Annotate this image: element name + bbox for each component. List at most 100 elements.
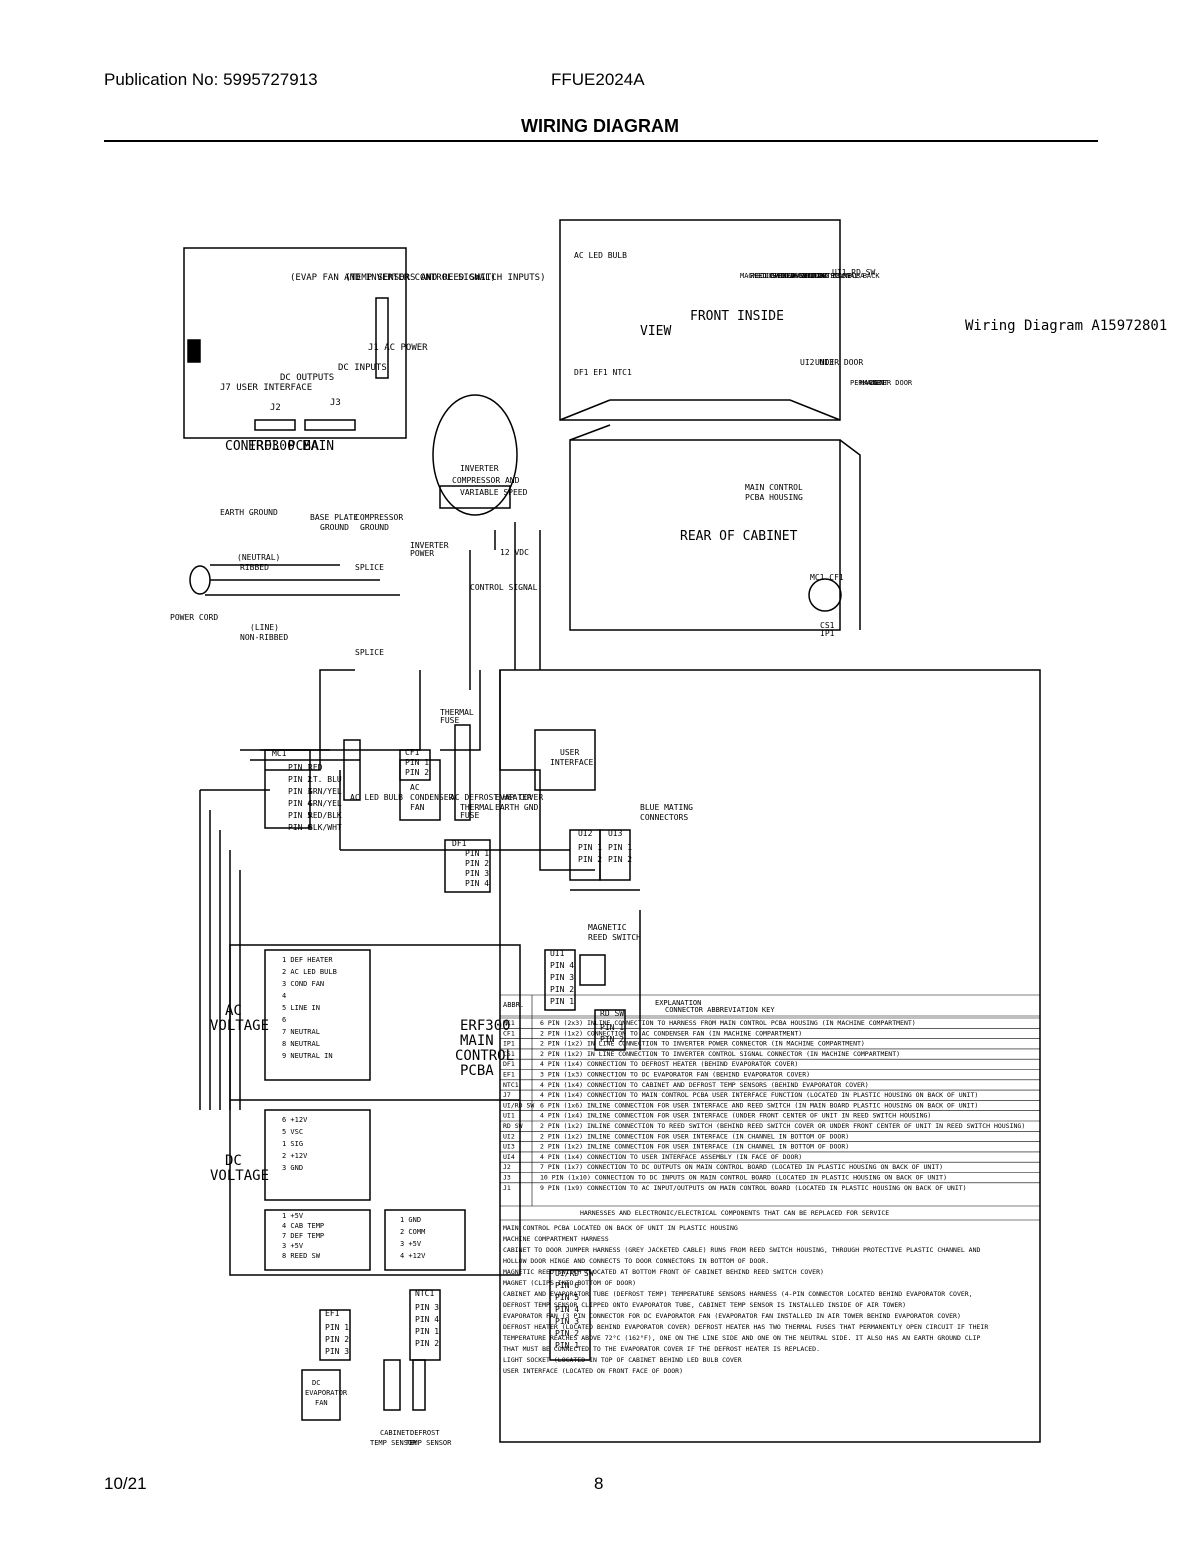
ui-rdsw-label: UI/RD SW [555, 1269, 594, 1278]
key-desc-4: 4 PIN (1x4) CONNECTION TO DEFROST HEATER… [540, 1060, 798, 1068]
defrost-heater-box [454, 724, 471, 821]
j1-row-4: 4 [282, 992, 286, 1000]
j3-row-1: 1 +5V [282, 1212, 304, 1220]
main-pcba-schematic [229, 944, 521, 1276]
mc1-wire3: GRN/YEL [308, 787, 342, 796]
magnet-label-2: MAGNET [860, 379, 886, 387]
compressor-wires [469, 522, 541, 690]
j2-row-1: 6 +12V [282, 1116, 308, 1124]
key-expl: EXPLANATION [655, 999, 701, 1007]
pcba-main-4: PCBA [460, 1063, 494, 1079]
cf1-label: CF1 [405, 748, 420, 757]
base-plate-ground: GROUND [320, 523, 349, 532]
reed-switch-symbol [579, 954, 606, 986]
ui-rdsw-pin6: PIN 6 [555, 1281, 579, 1290]
key-desc-12: 2 PIN (1x2) INLINE CONNECTION FOR USER I… [540, 1143, 849, 1151]
pcba-main-1: ERF300 [460, 1018, 511, 1034]
harness-title: HARNESSES AND ELECTRONIC/ELECTRICAL COMP… [580, 1209, 889, 1217]
key-abbr-6: NTC1 [503, 1081, 519, 1089]
defrost-heater-label: AC DEFROST HEATER [450, 793, 532, 802]
rdsw-pin1: PIN 1 [600, 1023, 624, 1032]
harness-wires-2 [199, 789, 270, 1110]
key-abbr-16: J1 [503, 1184, 511, 1192]
harness-row-2: CABINET TO DOOR JUMPER HARNESS (GREY JAC… [503, 1246, 981, 1254]
cf1-pin2: PIN 2 [405, 768, 429, 777]
dc-fan-1: DC [312, 1379, 320, 1387]
defrost-sensor-symbol [412, 1359, 426, 1411]
j1-terminal-block [264, 949, 371, 1081]
ui3-pin2: PIN 2 [608, 855, 632, 864]
mc1-wire4: GRN/YEL [308, 799, 342, 808]
j1-connector [375, 297, 389, 379]
ui1-pin3: PIN 3 [550, 973, 574, 982]
j2-row-5: 3 GND [282, 1164, 303, 1172]
pcba-top-title-2: CONTROL PCBA [225, 439, 319, 454]
df1-label: DF1 [452, 839, 467, 848]
dc-voltage-2: VOLTAGE [210, 1168, 269, 1184]
magnet-label-1: PERMANENT [850, 379, 889, 387]
j3-row-3: 7 DEF TEMP [282, 1232, 324, 1240]
key-desc-13: 4 PIN (1x4) CONNECTION TO USER INTERFACE… [540, 1153, 802, 1161]
wiring-diagram: J7 USER INTERFACE ERF300 MAIN CONTROL PC… [170, 219, 1167, 1447]
j1-row-5: 5 LINE IN [282, 1004, 320, 1012]
harness-row-4: MAGNETIC REED SWITCH (LOCATED AT BOTTOM … [503, 1268, 824, 1276]
harness-row-10: TEMPERATURE REACHES ABOVE 72°C (162°F), … [503, 1334, 981, 1342]
key-abbr-3: CS1 [503, 1050, 515, 1058]
j1-row-1: 1 DEF HEATER [282, 956, 333, 964]
j7-row-4: 4 +12V [400, 1252, 426, 1260]
j3-connector [304, 419, 356, 431]
j2-outputs-note: (EVAP FAN AND INVERTER CONTROL SIGNAL) [290, 273, 496, 283]
ui3-pin1: PIN 1 [608, 843, 632, 852]
j2-row-3: 1 SIG [282, 1140, 303, 1148]
cond-fan-3: FAN [410, 803, 425, 812]
inverter-power-1: INVERTER [410, 541, 449, 550]
df1-pin1: PIN 1 [465, 849, 489, 858]
ac-voltage-2: VOLTAGE [210, 1018, 269, 1034]
dc-evap-fan-box [301, 1369, 341, 1421]
j1-row-8: 8 NEUTRAL [282, 1040, 320, 1048]
j1-row-9: 9 NEUTRAL IN [282, 1052, 333, 1060]
j2-terminal-block [264, 1109, 371, 1201]
mc1-pin5: PIN 5 [288, 811, 312, 820]
blue-mating-1: BLUE MATING [640, 803, 693, 812]
j7-row-2: 2 COMM [400, 1228, 425, 1236]
j7-header [187, 339, 201, 363]
df1-pin3: PIN 3 [465, 869, 489, 878]
j7-label: J7 USER INTERFACE [220, 383, 312, 393]
j3-row-2: 4 CAB TEMP [282, 1222, 324, 1230]
thermal-fuse-1b: FUSE [440, 716, 459, 725]
harness-row-12: LIGHT SOCKET (LOCATED IN TOP OF CABINET … [503, 1356, 742, 1364]
compressor-terminal-block [439, 485, 511, 509]
reed-note-2: REED SWITCH CONTACTS ARE [750, 272, 851, 280]
publication-number: Publication No: 5995727913 [104, 70, 318, 89]
power-wires [205, 564, 400, 596]
harness-row-7: DEFROST TEMP SENSOR CLIPPED ONTO EVAPORA… [503, 1301, 906, 1309]
mc1-pin2: PIN 2 [288, 775, 312, 784]
ui1-rdsw-label: UI1 RD SW [832, 268, 876, 277]
key-abbr-1: CF1 [503, 1029, 515, 1037]
pcba-board-outline [183, 247, 407, 439]
ef1-pin2: PIN 2 [325, 1335, 349, 1344]
ui2-pin1: PIN 1 [578, 843, 602, 852]
nonribbed-label: NON-RIBBED [240, 633, 288, 642]
ntc1-connector [409, 1289, 441, 1361]
key-abbr-11: UI2 [503, 1132, 515, 1140]
key-desc-0: 6 PIN (2x3) INLINE CONNECTION TO HARNESS… [540, 1019, 916, 1027]
ribbed-neutral: (NEUTRAL) [237, 553, 280, 562]
ui3-connector [599, 829, 631, 881]
j3-terminal-block [264, 1209, 371, 1271]
harness-row-0: MAIN CONTROL PCBA LOCATED ON BACK OF UNI… [503, 1224, 738, 1232]
key-desc-9: 4 PIN (1x4) INLINE CONNECTION FOR USER I… [540, 1112, 931, 1120]
reed-switch-label-1: MAGNETIC [588, 923, 627, 932]
page-title: WIRING DIAGRAM [521, 116, 679, 136]
key-abbr-13: UI4 [503, 1153, 515, 1161]
ui-label-2: INTERFACE [550, 758, 594, 767]
header-rule [104, 140, 1098, 142]
thermal-fuse-1a: THERMAL [440, 708, 474, 717]
compressor-label-1: VARIABLE SPEED [460, 488, 528, 497]
rear-cabinet-title: REAR OF CABINET [680, 529, 798, 544]
key-abbr-2: IP1 [503, 1040, 515, 1048]
ui2-ui3-label: UI2 UI3 [800, 358, 834, 367]
key-abbr-8: UI/RD SW [503, 1101, 534, 1109]
reed-note-4: OPENED SENDING SIGNAL BACK [770, 272, 880, 280]
